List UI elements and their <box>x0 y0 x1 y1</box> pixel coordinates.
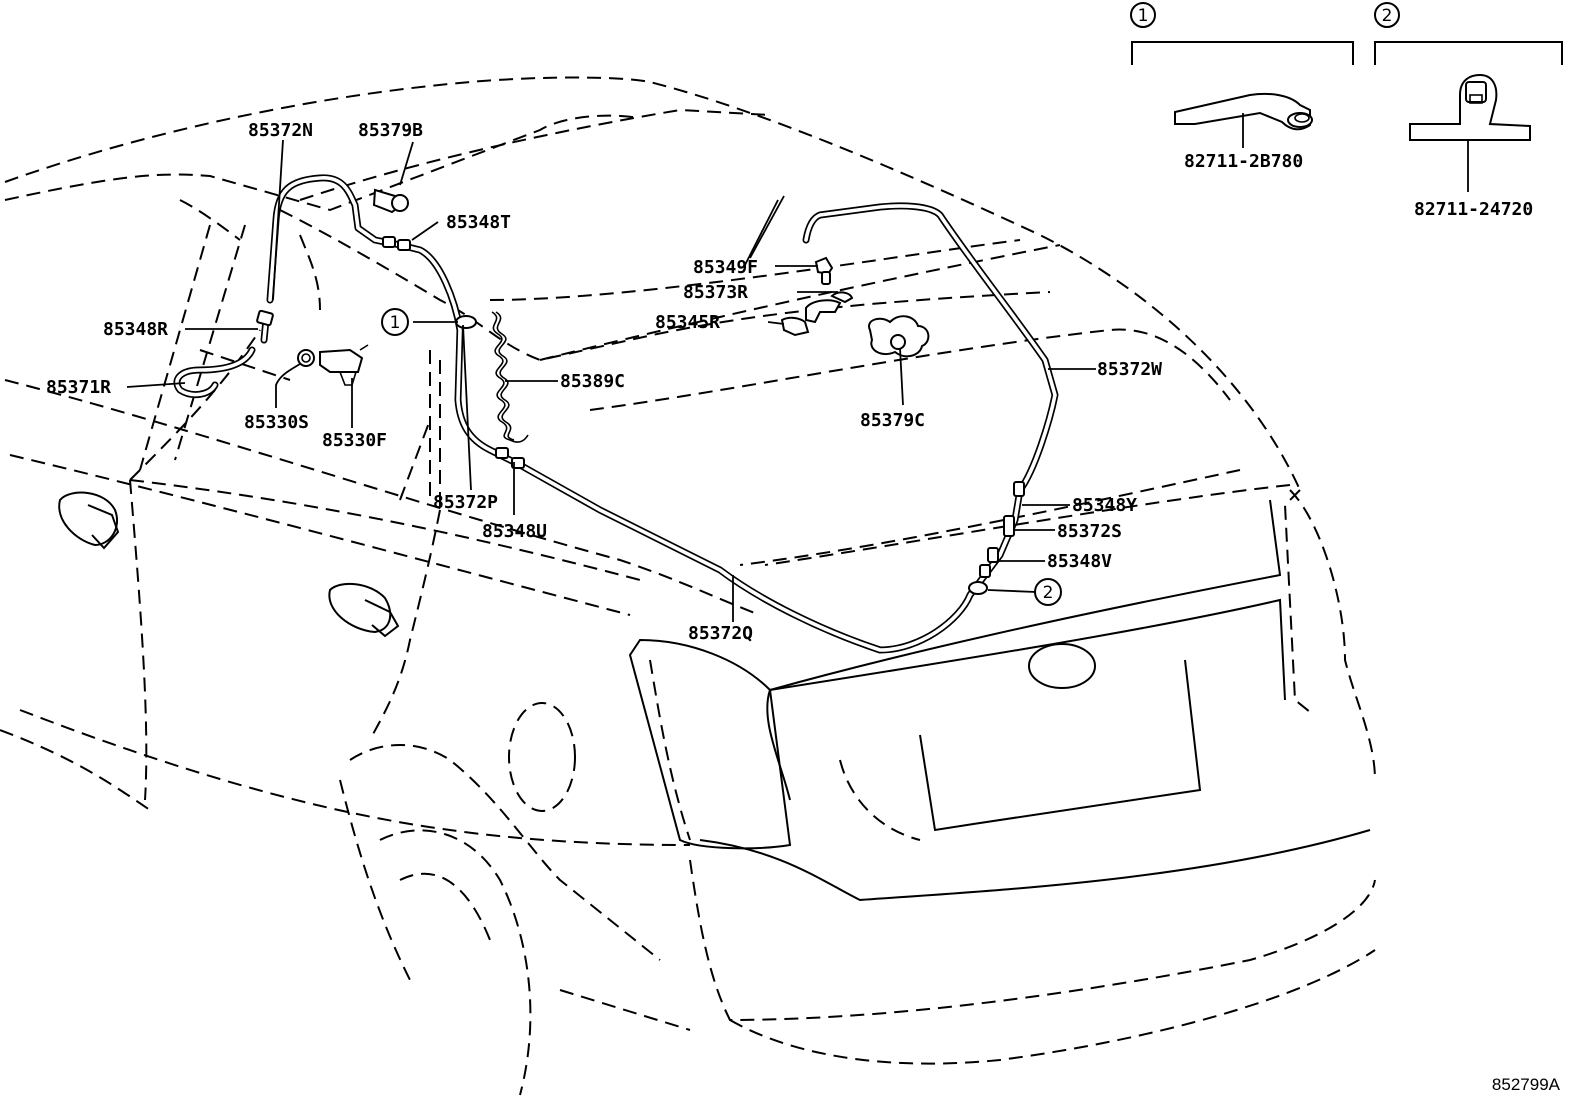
label-85372N: 85372N <box>248 120 313 141</box>
label-85373R: 85373R <box>683 282 748 303</box>
label-85372W: 85372W <box>1097 359 1162 380</box>
label-85348T: 85348T <box>446 212 511 233</box>
part-85330-pump <box>297 344 369 386</box>
svg-text:1: 1 <box>390 313 401 333</box>
label-85345R: 85345R <box>655 312 720 333</box>
label-82711-2B780: 82711-2B780 <box>1184 151 1303 172</box>
label-85379B: 85379B <box>358 120 423 141</box>
label-85348Y: 85348Y <box>1072 495 1137 516</box>
inset-1: 1 82711-2B780 <box>1130 2 1354 172</box>
label-85348V: 85348V <box>1047 551 1112 572</box>
part-labels: 85372N 85379B 85348T 85348R 85371R 85330… <box>46 120 1162 644</box>
label-85349F: 85349F <box>693 257 758 278</box>
svg-text:1: 1 <box>1138 6 1149 26</box>
leader-lines <box>126 139 1096 622</box>
svg-text:2: 2 <box>1043 583 1054 603</box>
label-85348R: 85348R <box>103 319 168 340</box>
svg-text:2: 2 <box>1382 6 1393 26</box>
label-85379C: 85379C <box>860 410 925 431</box>
label-85371R: 85371R <box>46 377 111 398</box>
clip-82711-2b780-icon <box>1174 92 1313 131</box>
callout-2-on-car: 2 <box>1034 578 1062 606</box>
label-82711-24720: 82711-24720 <box>1414 199 1533 220</box>
label-85348U: 85348U <box>482 521 547 542</box>
label-85372S: 85372S <box>1057 521 1122 542</box>
clip-82711-24720-icon <box>1409 73 1531 141</box>
part-85345R-85373R-85349F <box>780 256 854 337</box>
inset-2: 2 82711-24720 <box>1374 2 1563 220</box>
label-85330F: 85330F <box>322 430 387 451</box>
callout-1-on-car: 1 <box>381 308 409 336</box>
label-85372P: 85372P <box>433 492 498 513</box>
coiled-hose <box>491 311 529 443</box>
part-85379B-nozzle <box>372 188 409 214</box>
car-body-outline <box>0 76 1376 1096</box>
label-85330S: 85330S <box>244 412 309 433</box>
part-85379C-nozzle <box>868 315 930 358</box>
figure-id: 852799A <box>1492 1075 1561 1094</box>
label-85372Q: 85372Q <box>688 623 753 644</box>
label-85389C: 85389C <box>560 371 625 392</box>
